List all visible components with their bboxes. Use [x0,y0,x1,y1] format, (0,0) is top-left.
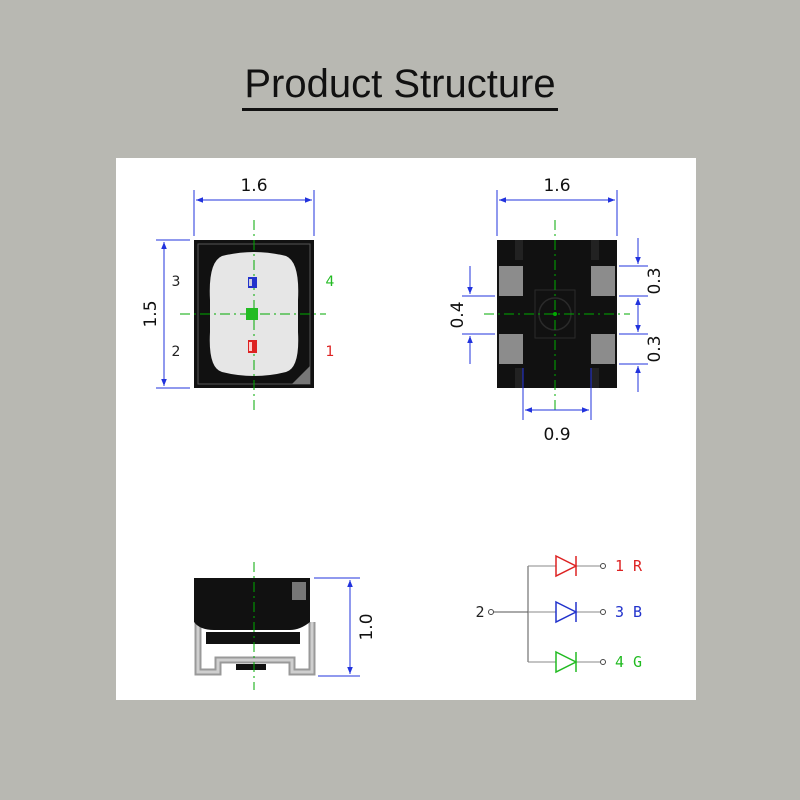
pin-label-2: 2 [172,344,181,360]
blue-chip-detail [249,279,252,286]
dim-label-pad-top: 0.3 [645,267,665,294]
channel-label-b: 3 B [615,603,642,621]
circuit-schematic: 2 1 R 3 B 4 G [475,554,643,674]
b-dim-label-width: 1.6 [543,176,570,196]
schematic-common-pin: 2 [475,603,484,621]
pad-top-left [499,266,523,296]
red-chip-detail [249,342,252,351]
common-terminal [488,609,494,615]
channel-label-r: 1 R [615,557,643,575]
notch-top-left [515,240,523,260]
notch-bottom-left [515,368,523,388]
dim-label-pad-bottom: 0.3 [645,335,665,362]
diode-blue [555,600,578,624]
bottom-view: 1.6 0.4 0.3 0.3 0.9 [448,176,665,445]
diode-green [555,650,578,674]
terminal-r [600,563,606,569]
terminal-b [600,609,606,615]
notch-bottom-right [591,368,599,388]
dim-label-height: 1.5 [141,300,161,327]
pad-bottom-left [499,334,523,364]
dim-label-pitch: 0.9 [543,425,570,445]
channel-label-g: 4 G [615,653,642,671]
polarity-corner-mark [292,366,310,384]
top-view: 1.6 1.5 3 2 4 1 [141,176,335,412]
side-view: 1.0 [194,562,377,690]
lead-frame-highlight [196,622,314,674]
terminal-g [600,659,606,665]
blue-chip [248,277,257,288]
pin-label-4: 4 [326,274,335,290]
side-corner-mark [292,582,306,600]
pin-label-1: 1 [326,344,335,360]
dim-label-pad-gap: 0.4 [448,301,468,328]
side-body [194,578,310,630]
notch-top-right [591,240,599,260]
dim-label-side-height: 1.0 [357,613,377,640]
green-chip [246,308,258,320]
red-chip [248,340,257,353]
side-center-pad [236,664,266,670]
side-underbody [206,632,300,644]
page-title: Product Structure [0,62,800,111]
dim-label-width: 1.6 [240,176,267,196]
pad-top-right [591,266,615,296]
diode-red [555,554,578,578]
center-dot [553,312,557,316]
pin-label-3: 3 [172,274,181,290]
pad-bottom-right [591,334,615,364]
